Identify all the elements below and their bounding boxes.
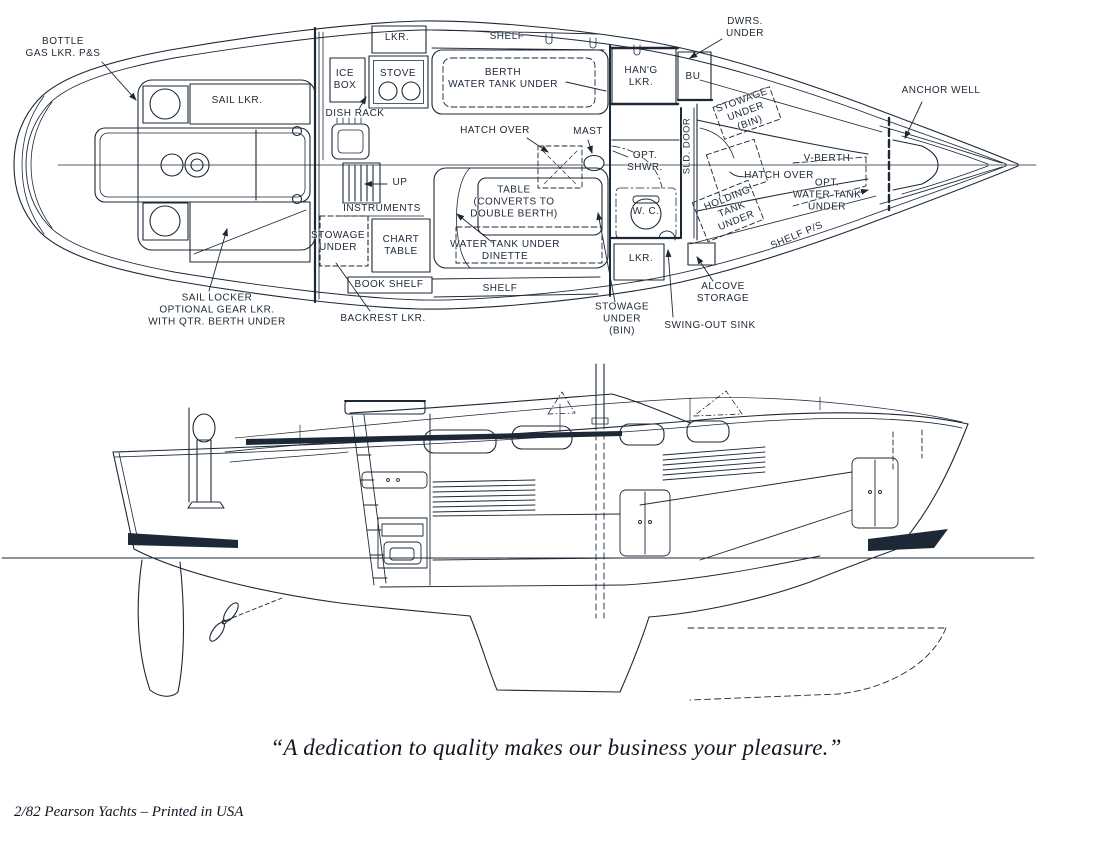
label-berth-water-tank: BERTH WATER TANK UNDER xyxy=(448,67,558,90)
profile-rudder-prop xyxy=(137,559,283,697)
profile-interior xyxy=(361,413,923,588)
label-hang-lkr: HAN'G LKR. xyxy=(624,65,658,88)
label-hatch-over-main: HATCH OVER xyxy=(460,125,530,137)
label-ice-box: ICE BOX xyxy=(333,68,357,91)
label-v-berth: V-BERTH xyxy=(803,153,851,165)
slats-fwd xyxy=(662,446,766,481)
label-shelf-port: SHELF xyxy=(489,31,525,43)
label-hatch-over-fwd: HATCH OVER xyxy=(744,170,814,182)
v-berth-area xyxy=(687,79,883,266)
label-dwrs-under: DWRS. UNDER xyxy=(725,16,765,39)
label-anchor-well: ANCHOR WELL xyxy=(901,85,981,97)
label-bottle-gas-locker: BOTTLE GAS LKR. P&S xyxy=(25,36,101,59)
label-sail-locker-note: SAIL LOCKER OPTIONAL GEAR LKR. WITH QTR.… xyxy=(148,292,286,327)
saloon xyxy=(431,29,641,298)
slats-aft xyxy=(432,479,536,513)
label-lkr-head: LKR. xyxy=(628,253,654,265)
label-sail-lkr: SAIL LKR. xyxy=(211,95,263,107)
nav-station xyxy=(319,215,433,294)
label-table-converts: TABLE (CONVERTS TO DOUBLE BERTH) xyxy=(470,184,558,219)
label-mast: MAST xyxy=(573,126,603,138)
label-up: UP xyxy=(392,177,408,189)
dish-rack-hatching xyxy=(336,117,362,124)
sliding-door xyxy=(680,103,735,241)
label-swing-out-sink: SWING-OUT SINK xyxy=(664,320,756,332)
profile-superstructure xyxy=(234,390,963,454)
tagline-quote: “A dedication to quality makes our busin… xyxy=(270,735,842,760)
label-stowage-bin-aft: STOWAGE UNDER (BIN) xyxy=(594,301,650,336)
label-alcove-storage: ALCOVE STORAGE xyxy=(696,281,750,304)
label-sld-door: SLD. DOOR xyxy=(681,117,693,175)
label-instruments: INSTRUMENTS xyxy=(343,203,421,215)
companionway-steps xyxy=(342,162,381,204)
anchor-well xyxy=(879,116,1003,212)
galley xyxy=(322,25,429,161)
plan-hull-outline xyxy=(13,20,1037,310)
label-stove: STOVE xyxy=(379,68,417,80)
main-bulkhead xyxy=(313,26,320,304)
print-credit: 2/82 Pearson Yachts – Printed in USA xyxy=(14,804,244,820)
label-opt-shwr: OPT. SHWR. xyxy=(627,150,663,173)
helm-pedestal xyxy=(187,407,349,509)
plan-leader-arrows xyxy=(101,38,923,318)
profile-hull xyxy=(112,412,969,618)
label-water-tank-dinette: WATER TANK UNDER DINETTE xyxy=(450,239,560,262)
label-shelf-dinette: SHELF xyxy=(482,283,518,295)
label-backrest-lkr: BACKREST LKR. xyxy=(340,313,426,325)
label-dish-rack: DISH RACK xyxy=(325,108,385,120)
label-lkr-galley: LKR. xyxy=(384,32,410,44)
profile-keel xyxy=(469,615,947,701)
companionway-ladder xyxy=(351,414,388,586)
label-wc: W. C. xyxy=(632,206,660,218)
label-chart-table: CHART TABLE xyxy=(382,234,420,257)
profile-mast xyxy=(591,363,609,619)
head-compartment xyxy=(608,44,714,297)
cockpit xyxy=(94,79,316,263)
label-book-shelf: BOOK SHELF xyxy=(354,279,424,291)
label-bu: BU xyxy=(685,71,701,83)
label-stowage-under-nav: STOWAGE UNDER xyxy=(310,230,366,253)
label-opt-water-tank: OPT. WATER TANK UNDER xyxy=(792,177,862,212)
